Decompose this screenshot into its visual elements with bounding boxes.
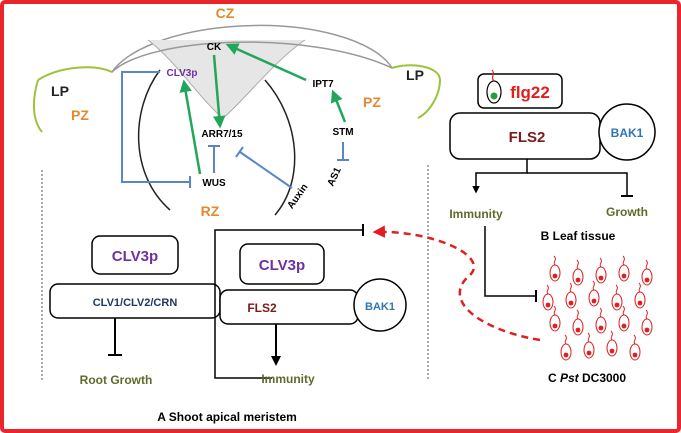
- fls2-shoot-label: FLS2: [247, 301, 277, 315]
- root-panel: CLV3p CLV1/CLV2/CRN Root Growth: [49, 235, 221, 387]
- fls2-leaf-label: FLS2: [509, 129, 546, 146]
- ipt7-label: IPT7: [312, 79, 334, 90]
- growth-leaf-label: Growth: [606, 205, 648, 219]
- pathogen-caption: C Pst DC3000: [548, 371, 626, 385]
- bacterium-icon: [606, 330, 618, 357]
- leaf-caption: B Leaf tissue: [541, 229, 616, 243]
- clv3p-shoot-label: CLV3p: [259, 257, 305, 274]
- bacterium-icon: [572, 259, 584, 286]
- clv3p-root-label: CLV3p: [112, 248, 158, 265]
- flg22-label: flg22: [510, 83, 550, 102]
- bacterium-icon: [583, 332, 595, 359]
- zone-lp-left-label: LP: [51, 83, 69, 99]
- receptor-label: CLV1/CLV2/CRN: [93, 297, 178, 309]
- bacterium-icon: [549, 305, 561, 332]
- bak1-leaf-label: BAK1: [611, 126, 644, 140]
- as1-label: AS1: [326, 165, 344, 188]
- wus-label: WUS: [202, 178, 226, 189]
- bacterium-icon: [641, 309, 653, 336]
- pathogen-attack-arrow: [372, 225, 541, 342]
- zone-lp-right-label: LP: [406, 67, 424, 83]
- bacterium-icon: [560, 334, 572, 361]
- clv3p-root-box: [91, 235, 179, 275]
- bacterium-icon: [641, 259, 653, 286]
- meristem-caption: A Shoot apical meristem: [157, 410, 297, 424]
- shoot-immunity-panel: CLV3p FLS2 BAK1 Immunity: [214, 224, 407, 386]
- fls2-shoot-box: [219, 289, 359, 325]
- bak1-shoot-label: BAK1: [365, 301, 395, 313]
- bacterium-icon: [629, 334, 641, 361]
- zone-pz-right-label: PZ: [363, 94, 381, 110]
- immunity-shoot-label: Immunity: [261, 372, 315, 386]
- bacterium-icon: [588, 280, 600, 307]
- bacterium-icon: [618, 305, 630, 332]
- zone-cz-label: CZ: [216, 5, 235, 21]
- leaf-panel: flg22 FLS2 BAK1 Immunity Growth B Leaf t…: [449, 69, 656, 302]
- bacterium-icon: [634, 282, 646, 309]
- pst-bacteria-cluster: [542, 255, 653, 361]
- bak1-leaf-circle: [598, 103, 656, 161]
- bacterium-icon: [565, 282, 577, 309]
- zone-pz-left-label: PZ: [71, 107, 89, 123]
- bacterium-icon: [572, 309, 584, 336]
- bacterium-icon: [595, 307, 607, 334]
- stm-label: STM: [332, 127, 353, 138]
- clv3p-meristem-label: CLV3p: [167, 68, 198, 79]
- immunity-leaf-label: Immunity: [449, 207, 503, 221]
- bacterium-icon: [486, 69, 502, 104]
- ck-label: CK: [207, 42, 222, 53]
- bacterium-icon: [618, 255, 630, 282]
- zone-rz-label: RZ: [201, 203, 220, 219]
- arr-label: ARR7/15: [201, 129, 243, 140]
- bak1-shoot-circle: [353, 278, 407, 332]
- bacterium-icon: [549, 255, 561, 282]
- bacterium-icon: [611, 284, 623, 311]
- root-outcome-label: Root Growth: [80, 373, 153, 387]
- bacterium-icon: [595, 257, 607, 284]
- inhibition-lines: [121, 71, 349, 189]
- bacterium-icon: [542, 284, 554, 311]
- activation-arrows: [179, 43, 347, 175]
- clv3p-shoot-box: [239, 243, 325, 285]
